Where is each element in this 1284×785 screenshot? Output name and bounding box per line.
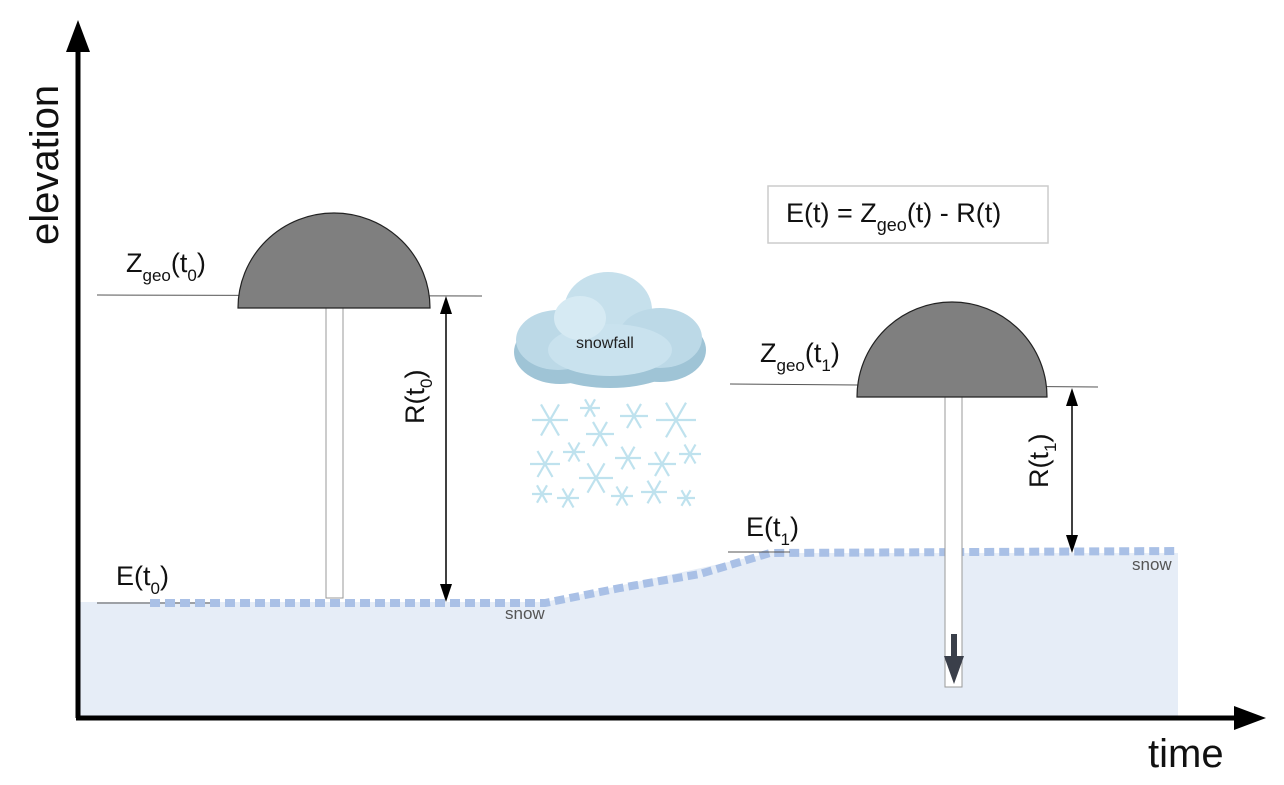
snowflake-icon xyxy=(532,484,552,504)
x-axis-arrowhead xyxy=(1234,706,1266,730)
r-t1-arrowhead-bottom xyxy=(1066,535,1078,553)
e-t1-label: E(t1) xyxy=(746,512,799,549)
cloud-icon xyxy=(514,272,706,388)
e-t0-label: E(t0) xyxy=(116,561,169,598)
snowflake-icon xyxy=(580,398,600,418)
snowflake-icon xyxy=(620,403,648,429)
snow-label-left: snow xyxy=(505,604,545,623)
r-t0-arrowhead-top xyxy=(440,296,452,314)
r-t1-arrowhead-top xyxy=(1066,388,1078,406)
antenna-dome-t0 xyxy=(237,212,431,309)
y-axis-label: elevation xyxy=(23,85,67,245)
down-arrow-icon xyxy=(944,656,964,684)
snowflake-icon xyxy=(641,480,667,504)
snow-surface-line xyxy=(150,547,1179,607)
snowflake-icon xyxy=(648,451,676,477)
snowflake-icon xyxy=(677,489,695,507)
snowflake-icon xyxy=(586,421,614,447)
ground-region xyxy=(78,553,1178,716)
antenna-dome-t1 xyxy=(856,301,1048,398)
snow-label-right: snow xyxy=(1132,555,1172,574)
snowflake-icon xyxy=(656,402,696,438)
zgeo-t1-label: Zgeo(t1) xyxy=(760,338,840,375)
snowflake-icon xyxy=(530,450,560,478)
snowflake-icon xyxy=(563,441,585,463)
snowflake-icon xyxy=(679,443,701,465)
cloud-label: snowfall xyxy=(576,335,634,352)
equation-box xyxy=(767,185,1049,244)
y-axis-arrowhead xyxy=(66,20,90,52)
r-t0-label: R(t0) xyxy=(400,370,436,424)
antenna-pole-t0 xyxy=(325,307,344,599)
snowflake-icon xyxy=(532,403,568,437)
snowflake-icon xyxy=(557,487,579,509)
snowflake-icon xyxy=(579,462,613,494)
zgeo-t0-label: Zgeo(t0) xyxy=(126,248,206,285)
x-axis-label: time xyxy=(1148,732,1224,776)
snowflake-icon xyxy=(611,485,633,507)
snowflake-icon xyxy=(615,446,641,470)
snowflake-group xyxy=(530,398,701,509)
equation: E(t) = Zgeo(t) - R(t) xyxy=(786,198,1001,235)
r-t0-arrowhead-bottom xyxy=(440,584,452,602)
r-t1-label: R(t1) xyxy=(1024,434,1060,488)
